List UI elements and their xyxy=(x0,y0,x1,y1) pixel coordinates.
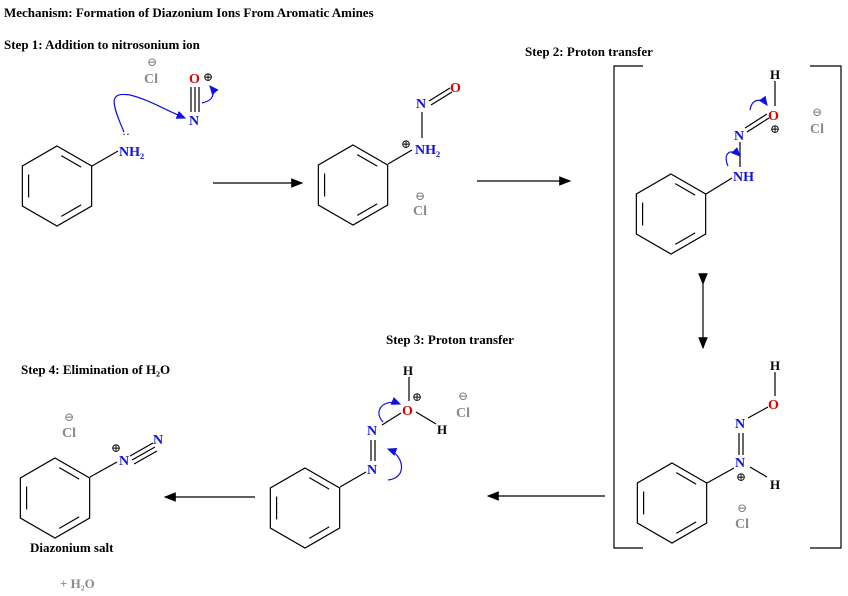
benzene-ring xyxy=(269,467,341,549)
charge-plus: ⊕ xyxy=(770,122,780,136)
oxygen-label: O xyxy=(768,109,779,124)
molecule-n-nitrosoanilinium: ⊕ NH₂ N O ⊖ Cl xyxy=(387,81,461,219)
charge-minus: ⊖ xyxy=(737,501,747,515)
nitrogen-label: N xyxy=(367,424,377,439)
step4-heading: Step 4: Elimination of H₂O xyxy=(21,362,170,377)
charge-minus: ⊖ xyxy=(458,389,468,403)
ring-double-bond xyxy=(356,154,378,167)
step1-heading: Step 1: Addition to nitrosonium ion xyxy=(4,37,201,52)
chloride-label: Cl xyxy=(144,72,158,87)
oxygen-label: O xyxy=(450,81,461,96)
charge-plus: ⊕ xyxy=(401,137,411,151)
charge-plus: ⊕ xyxy=(736,470,746,484)
product-label: Diazonium salt xyxy=(30,540,114,555)
hydrogen-label: H xyxy=(770,67,780,82)
benzene-ring xyxy=(317,144,389,226)
nitrogen-label: N xyxy=(416,97,426,112)
step2-heading: Step 2: Proton transfer xyxy=(525,44,653,59)
ring-double-bond xyxy=(675,472,697,485)
benzene-ring xyxy=(636,462,708,544)
ring-double-bond xyxy=(60,155,82,168)
benzene-ring xyxy=(635,173,707,255)
nitrogen-label: N xyxy=(734,129,744,144)
byproduct-label: + H₂O xyxy=(60,576,95,591)
oxygen-label: O xyxy=(189,72,200,87)
benzene-ring xyxy=(19,457,91,539)
benzene-rings xyxy=(19,144,708,549)
left-bracket xyxy=(613,65,643,549)
nh-label: NH xyxy=(733,170,754,185)
curved-arrow xyxy=(749,95,768,111)
benzene-ring xyxy=(21,145,93,227)
nitrogen-label: N xyxy=(735,417,745,432)
hydrogen-label: H xyxy=(770,358,780,373)
charge-minus: ⊖ xyxy=(147,55,157,69)
page-title: Mechanism: Formation of Diazonium Ions F… xyxy=(4,5,374,20)
ring-double-bond xyxy=(308,526,330,539)
nitrogen-label: N xyxy=(735,456,745,471)
ring-double-bond xyxy=(674,183,696,196)
charge-minus: ⊖ xyxy=(415,189,425,203)
charge-minus: ⊖ xyxy=(64,410,74,424)
lone-pair: ·· xyxy=(122,127,130,141)
right-bracket xyxy=(810,65,842,549)
chloride-label: Cl xyxy=(413,204,427,219)
molecule-resonance-b: N ⊕ H N O H ⊖ Cl xyxy=(706,358,780,532)
curved-arrow xyxy=(725,147,741,167)
chloride-label: Cl xyxy=(810,122,824,137)
nitrogen-label: N xyxy=(189,114,199,129)
hydrogen-label: H xyxy=(437,422,447,437)
ring-double-bond xyxy=(674,232,696,245)
charge-minus: ⊖ xyxy=(812,105,822,119)
ring-double-bond xyxy=(60,204,82,217)
hydrogen-label: H xyxy=(770,477,780,492)
molecule-resonance-a: NH N O ⊕ H ⊖ Cl xyxy=(705,67,824,195)
ring-double-bond xyxy=(58,516,80,529)
charge-plus: ⊕ xyxy=(412,390,422,404)
ring-double-bond xyxy=(58,467,80,480)
oxygen-label: O xyxy=(402,404,413,419)
charge-plus: ⊕ xyxy=(111,441,121,455)
molecule-diazonium-salt: ⊕ N N ⊖ Cl Diazonium salt + H₂O xyxy=(30,410,163,591)
nitrogen-label: N xyxy=(367,463,377,478)
chloride-label: Cl xyxy=(456,406,470,421)
curved-arrow xyxy=(201,85,219,104)
curved-arrow xyxy=(378,396,402,423)
chloride-label: Cl xyxy=(62,426,76,441)
chloride-label: Cl xyxy=(735,517,749,532)
ring-double-bond xyxy=(675,521,697,534)
nh2-label: NH₂ xyxy=(119,145,144,160)
nitrogen-label: N xyxy=(119,454,129,469)
nitrogen-label: N xyxy=(153,433,163,448)
charge-plus: ⊕ xyxy=(203,70,213,84)
hydrogen-label: H xyxy=(403,363,413,378)
oxygen-label: O xyxy=(768,398,779,413)
nh2-label: NH₂ xyxy=(415,143,440,158)
step3-heading: Step 3: Proton transfer xyxy=(386,332,514,347)
ring-double-bond xyxy=(356,203,378,216)
curved-arrow xyxy=(386,448,403,481)
curved-arrow xyxy=(113,93,187,133)
molecule-protonated-diazohydroxide: N N O ⊕ H H ⊖ Cl xyxy=(339,363,470,488)
ring-double-bond xyxy=(308,477,330,490)
molecule-aniline-nitrosonium: NH₂ ·· ⊖ Cl O ⊕ N xyxy=(91,55,219,167)
